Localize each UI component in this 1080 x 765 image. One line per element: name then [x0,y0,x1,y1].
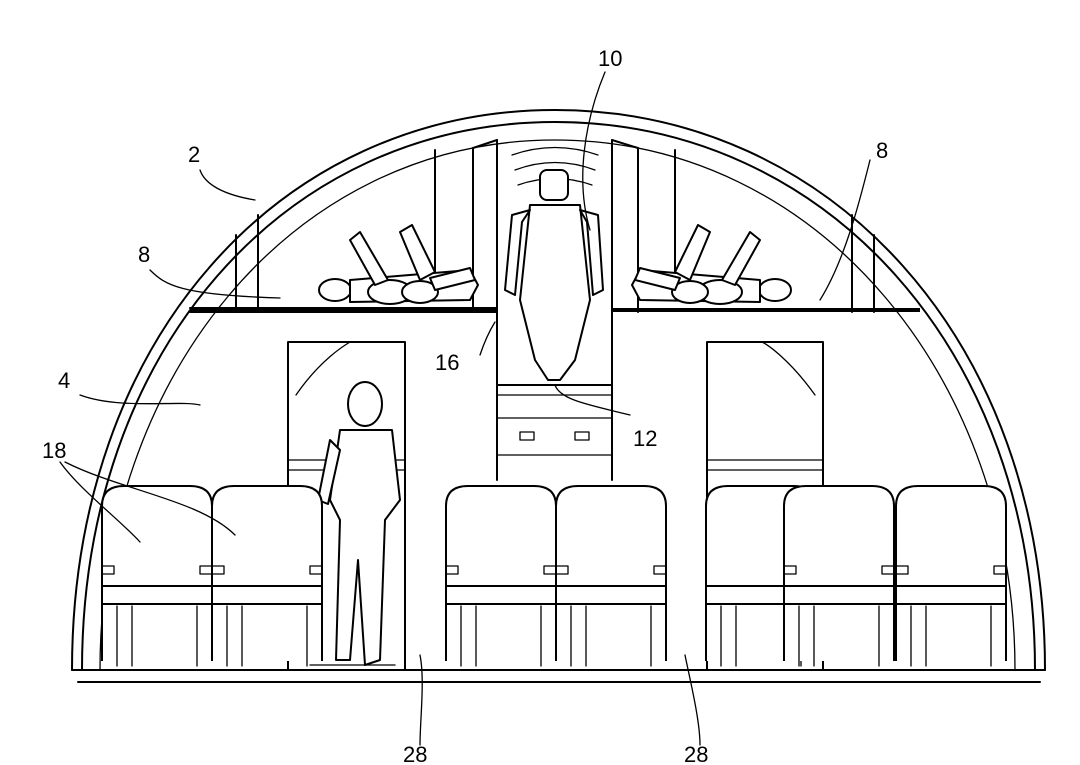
label-aisle-left: 28 [403,742,427,765]
seat [211,485,323,667]
central-column [496,384,613,481]
upper-compartment [472,139,639,386]
label-seats: 18 [42,438,66,463]
reclining-person-left [318,224,479,305]
bunk-floor-plates [189,307,920,323]
label-compartment-floor: 12 [633,426,657,451]
cabin-floor [71,669,1046,683]
seat [445,485,557,667]
seat [895,485,1007,667]
standing-person-main-deck [309,381,401,666]
leader-lines [59,71,871,746]
seat [783,485,895,667]
label-fuselage: 2 [188,142,200,167]
label-main-deck: 4 [58,368,70,393]
reclining-person-right [631,224,792,305]
label-upper-compartment: 10 [598,46,622,71]
right-bunk [631,147,875,313]
label-step: 16 [435,350,459,375]
seat-row [101,485,1007,667]
reference-numerals: 2 8 8 10 4 16 12 18 28 28 [42,46,888,765]
seat [101,485,213,667]
left-bunk [235,147,479,313]
label-aisle-right: 28 [684,742,708,765]
label-bunk-floor-left: 8 [138,242,150,267]
label-bunk-floor-right: 8 [876,138,888,163]
standing-person-upper [504,169,604,381]
fuselage-shell [71,109,1046,671]
seat [555,485,667,667]
